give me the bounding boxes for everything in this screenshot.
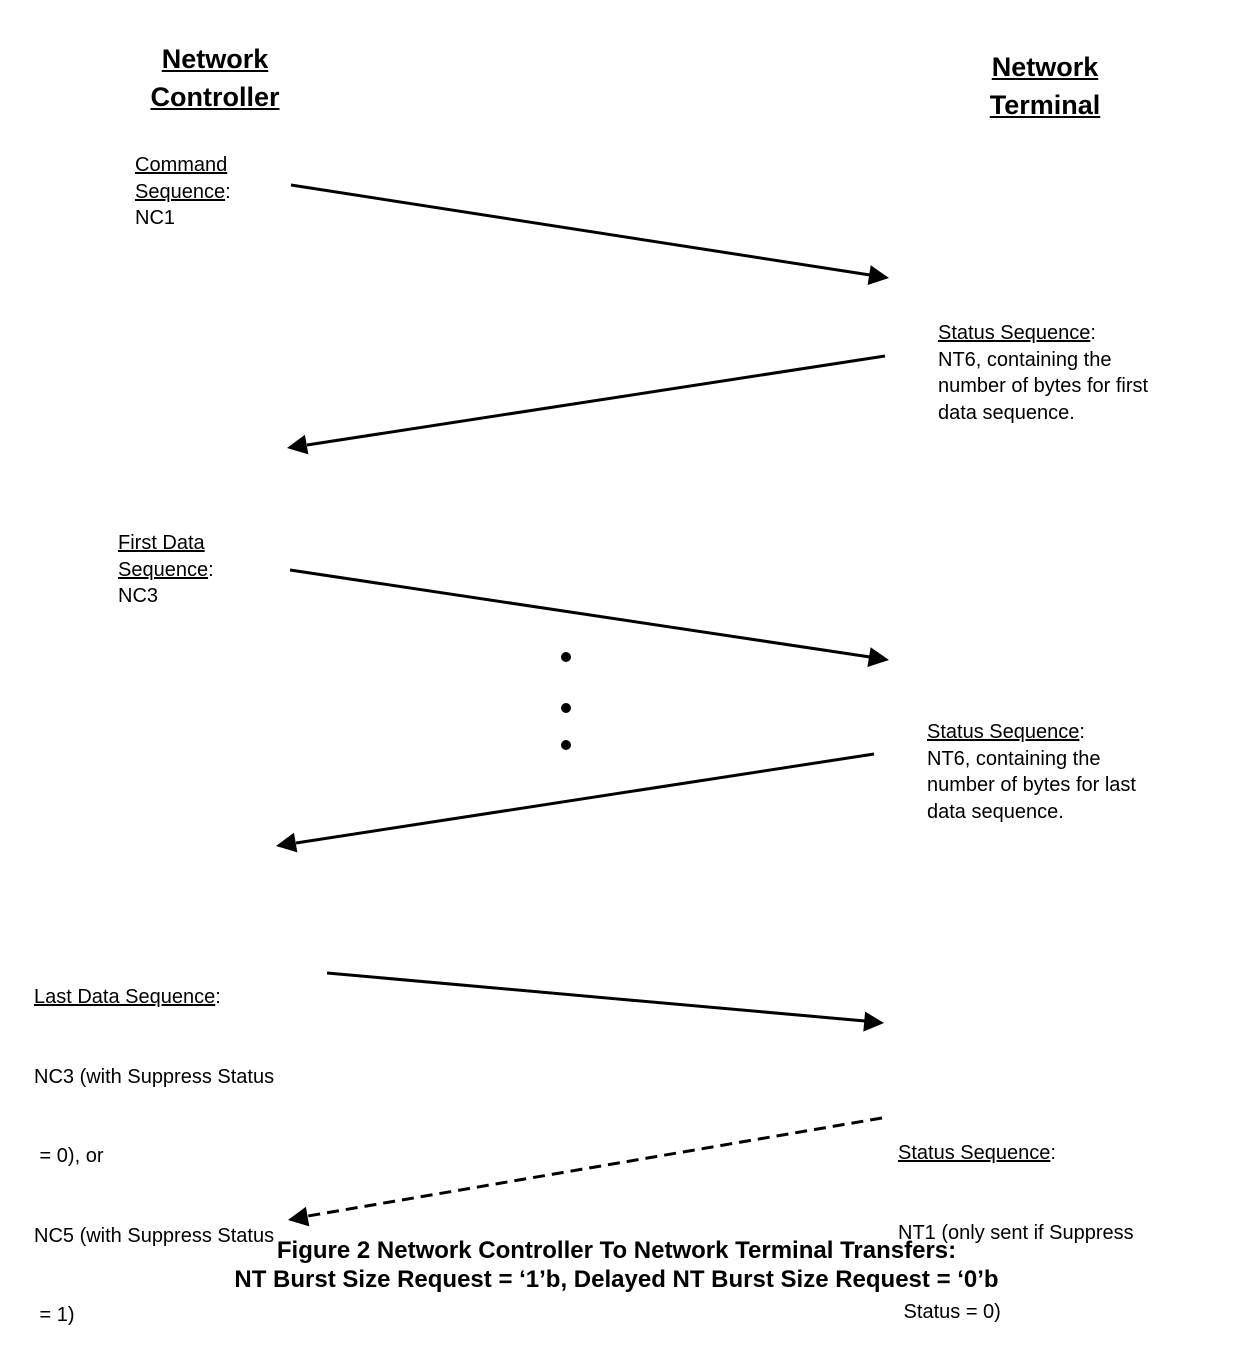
label-body: NT1 (only sent if Suppress xyxy=(898,1221,1134,1244)
label-colon: : xyxy=(208,558,214,581)
first-data-sequence-label: First Data Sequence: NC3 xyxy=(118,530,214,610)
network-controller-header: Network Controller xyxy=(120,40,310,116)
label-title: Last Data Sequence xyxy=(34,986,216,1008)
label-body: NC3 (with Suppress Status xyxy=(34,1065,275,1088)
command-arrow xyxy=(290,183,889,285)
status-final-arrow xyxy=(288,1116,883,1227)
label-title: Sequence xyxy=(118,558,209,581)
continuation-dots xyxy=(561,652,571,750)
label-body: = 1) xyxy=(34,1304,75,1326)
figure-caption: Figure 2 Network Controller To Network T… xyxy=(0,1236,1233,1294)
label-colon: : xyxy=(1050,1142,1056,1164)
caption-line: NT Burst Size Request = ‘1’b, Delayed NT… xyxy=(234,1266,999,1293)
label-body: NC1 xyxy=(135,207,176,229)
label-colon: : xyxy=(1090,322,1096,344)
network-terminal-header: Network Terminal xyxy=(950,48,1140,124)
status-last-arrow xyxy=(276,752,875,853)
label-title: First Data xyxy=(118,532,205,554)
label-title: Status Sequence xyxy=(927,721,1080,743)
label-body: Status = 0) xyxy=(898,1301,1001,1323)
label-body: = 0), or xyxy=(34,1145,104,1167)
last-data-sequence-label: Last Data Sequence: NC3 (with Suppress S… xyxy=(34,931,274,1355)
label-title: Sequence xyxy=(135,180,226,203)
status-sequence-last-label: Status Sequence: NT6, containing the num… xyxy=(927,719,1136,825)
label-body: NC5 (with Suppress Status xyxy=(34,1224,275,1247)
label-colon: : xyxy=(225,180,231,203)
label-body: number of bytes for last xyxy=(927,774,1136,796)
caption-line: Figure 2 Network Controller To Network T… xyxy=(276,1237,957,1264)
label-title: Command xyxy=(135,154,228,176)
first-data-arrow xyxy=(289,568,889,667)
label-colon: : xyxy=(1079,721,1085,743)
header-line: Network xyxy=(161,44,269,74)
label-title: Status Sequence xyxy=(898,1142,1051,1164)
last-data-arrow xyxy=(326,971,884,1032)
ellipsis-dot xyxy=(561,703,571,713)
command-sequence-label: Command Sequence: NC1 xyxy=(135,152,231,232)
header-line: Network xyxy=(991,52,1099,82)
ellipsis-dot xyxy=(561,740,571,750)
header-line: Terminal xyxy=(989,90,1101,120)
sequence-diagram xyxy=(276,183,889,1227)
status-first-arrow xyxy=(287,354,886,455)
label-body: data sequence. xyxy=(938,401,1075,424)
label-body: NT6, containing the xyxy=(927,747,1101,770)
status-sequence-first-label: Status Sequence: NT6, containing the num… xyxy=(938,320,1148,426)
label-body: number of bytes for first xyxy=(938,375,1149,397)
label-colon: : xyxy=(215,986,221,1008)
label-body: NC3 xyxy=(118,585,159,607)
status-sequence-final-label: Status Sequence: NT1 (only sent if Suppr… xyxy=(898,1087,1134,1352)
ellipsis-dot xyxy=(561,652,571,662)
label-title: Status Sequence xyxy=(938,322,1091,344)
label-body: NT6, containing the xyxy=(938,348,1112,371)
label-body: data sequence. xyxy=(927,800,1064,823)
header-line: Controller xyxy=(150,82,280,112)
